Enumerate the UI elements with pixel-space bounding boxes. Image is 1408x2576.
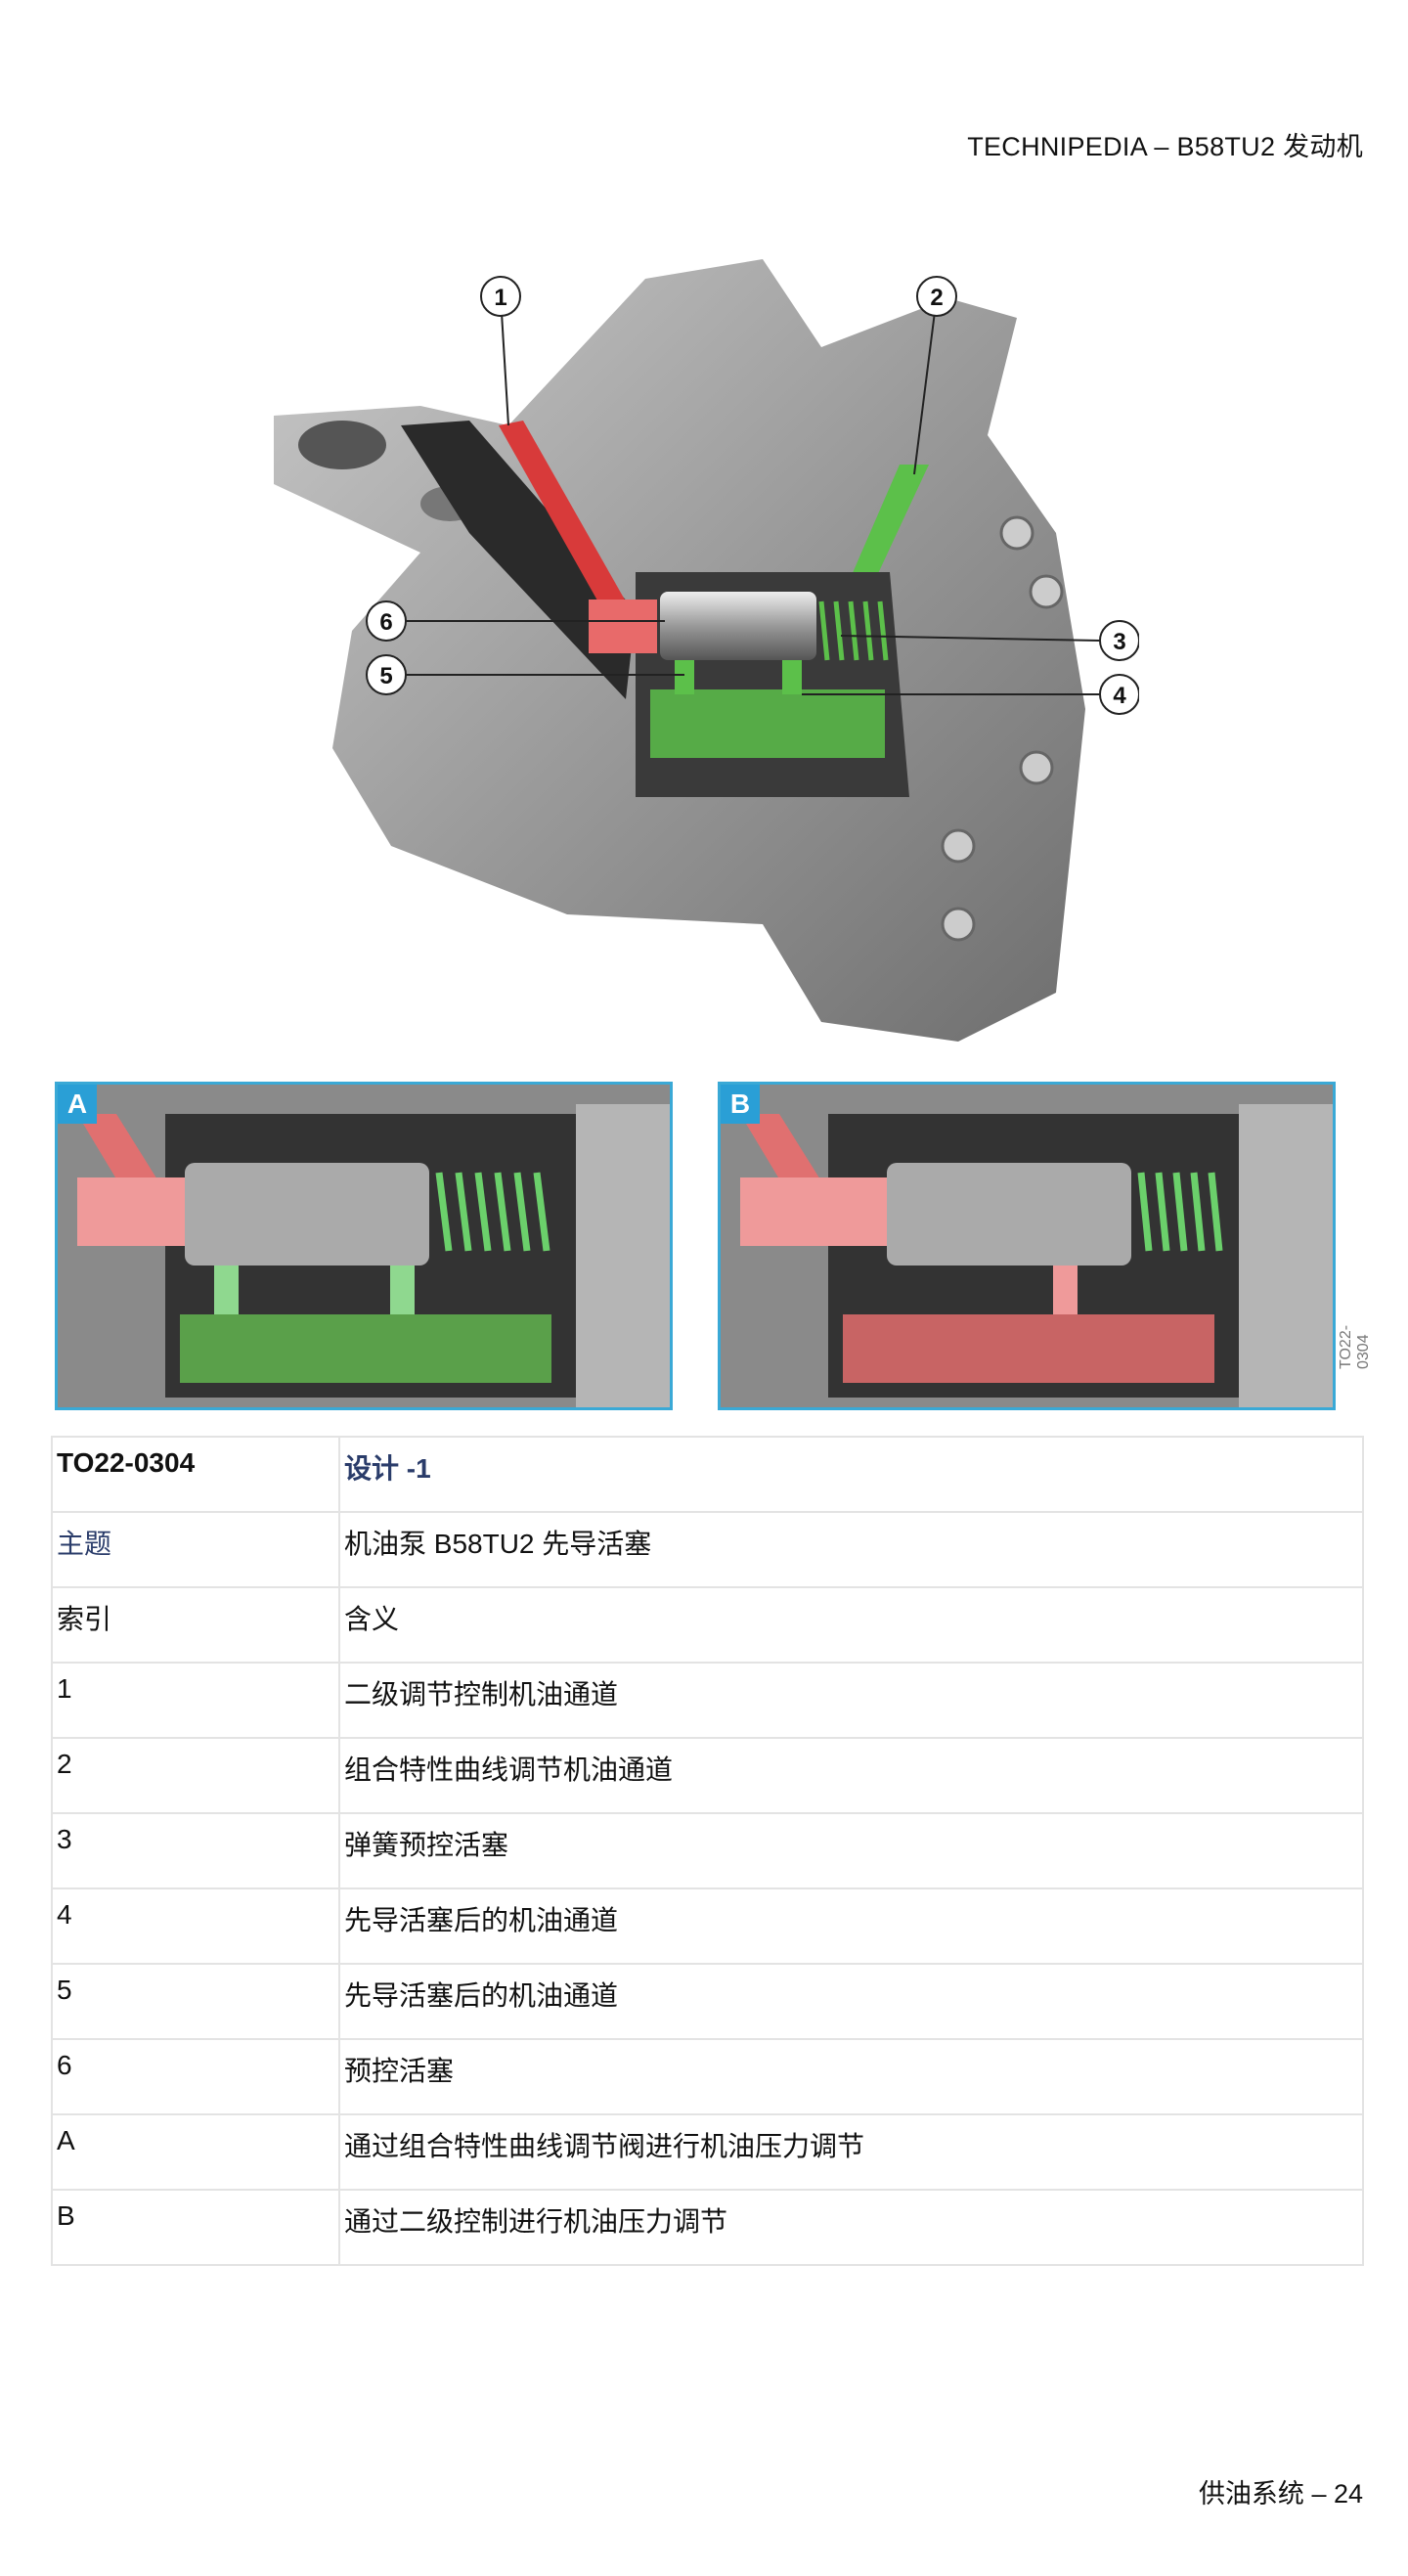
callout-1: 1 — [494, 285, 506, 311]
detail-panel-b: B — [718, 1082, 1336, 1410]
callout-5: 5 — [379, 663, 392, 689]
page-header: TECHNIPEDIA – B58TU2 发动机 — [967, 132, 1363, 161]
oil-pump-illustration: 1 2 3 4 5 6 — [274, 240, 1140, 1046]
callout-3: 3 — [1113, 629, 1125, 655]
callout-6: 6 — [379, 609, 392, 636]
table-row: 索引含义 — [51, 1586, 1364, 1664]
panel-label-a: A — [58, 1085, 97, 1124]
page-footer: 供油系统 – 24 — [1198, 2479, 1363, 2509]
callout-2: 2 — [930, 285, 943, 311]
detail-panel-a: A — [55, 1082, 673, 1410]
table-row: 主题机油泵 B58TU2 先导活塞 — [51, 1511, 1364, 1588]
callout-4: 4 — [1113, 683, 1126, 709]
panel-label-b: B — [721, 1085, 760, 1124]
figure-id-label: TO22-0304 — [1338, 1324, 1372, 1369]
